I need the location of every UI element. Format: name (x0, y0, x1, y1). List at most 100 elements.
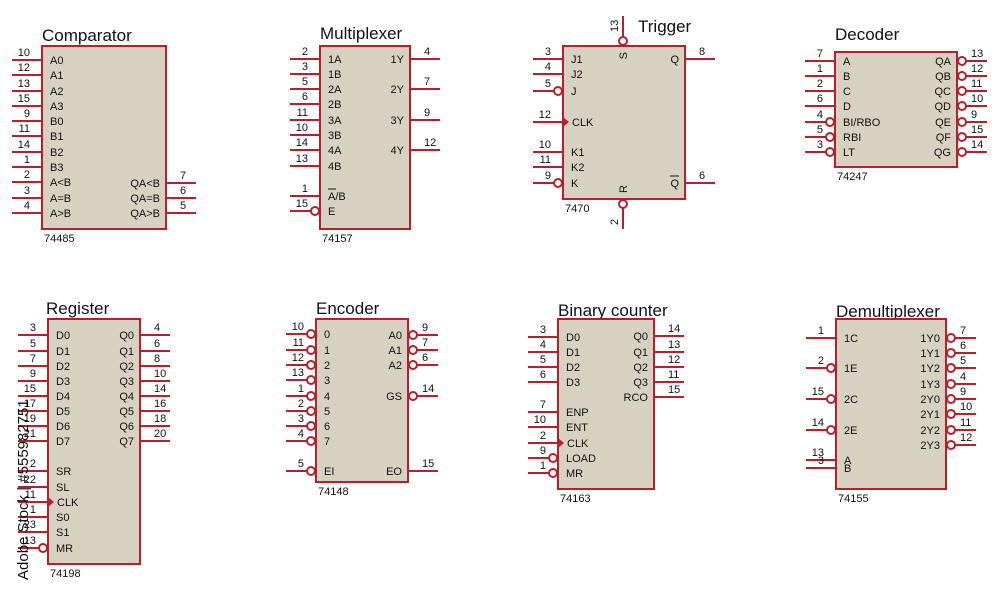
component-title: Encoder (316, 299, 380, 318)
inversion-bubble (826, 363, 836, 373)
inversion-bubble (946, 333, 956, 343)
pin-label: D1 (56, 346, 70, 358)
pin-label: QG (934, 147, 951, 159)
inversion-bubble (825, 147, 835, 157)
pin-number: 3 (545, 46, 551, 58)
pin-number: 6 (302, 91, 308, 103)
pin-label: RCO (624, 392, 649, 404)
pin-number: 6 (960, 340, 966, 352)
pin-label: Q4 (119, 391, 134, 403)
pin-number: 10 (292, 321, 304, 333)
pin-label: QB (935, 71, 951, 83)
pin-label: 3B (328, 130, 341, 142)
pin-label: A=B (50, 193, 71, 205)
component-title: Binary counter (558, 301, 668, 320)
pin-number: 18 (154, 413, 166, 425)
pin-label: ENT (566, 422, 588, 434)
pin-number: 4 (540, 339, 546, 351)
pin-label: 2E (844, 425, 857, 437)
pin-number: 9 (545, 170, 551, 182)
pin-number: 19 (24, 413, 36, 425)
pin-label: A1 (389, 345, 402, 357)
pin-label: B2 (50, 147, 63, 159)
inversion-bubble (946, 348, 956, 358)
pin-label: 1Y3 (920, 379, 940, 391)
pin-label: 1C (844, 333, 858, 345)
pin-number: 10 (539, 139, 551, 151)
part-number: 74198 (50, 568, 81, 580)
pin-number: 6 (540, 369, 546, 381)
pin-number: 1 (818, 325, 824, 337)
pin-number: 12 (960, 432, 972, 444)
pin-number: 2 (302, 46, 308, 58)
pin-number: 15 (18, 93, 30, 105)
register-component: Register741983D05D17D29D315D417D519D621D… (18, 299, 170, 580)
pin-label: QA (935, 56, 952, 68)
pin-number: 6 (817, 93, 823, 105)
inversion-bubble (826, 394, 836, 404)
pin-number: 1 (24, 154, 30, 166)
pin-label: A0 (389, 330, 402, 342)
pin-label: D5 (56, 406, 70, 418)
pin-number: 10 (534, 414, 546, 426)
inversion-bubble (946, 409, 956, 419)
inversion-bubble (408, 330, 418, 340)
pin-number: 7 (180, 170, 186, 182)
pin-label: D3 (566, 377, 580, 389)
pin-number: 5 (545, 78, 551, 90)
pin-label: D7 (56, 436, 70, 448)
pin-number: 12 (18, 62, 30, 74)
pin-label: Q1 (633, 347, 648, 359)
pin-label: A (844, 455, 852, 467)
inversion-bubble (957, 71, 967, 81)
pin-label: LT (843, 147, 855, 159)
pin-number: 10 (971, 93, 983, 105)
pin-number: 3 (302, 61, 308, 73)
component-title: Demultiplexer (836, 302, 940, 321)
inversion-bubble (306, 391, 316, 401)
trigger-component: Trigger74703J14J25J12CLK10K111K29K8Q6Q13… (533, 16, 715, 229)
pin-label: Q1 (119, 346, 134, 358)
encoder-component: Encoder74148100111122133142536475EI9A07A… (286, 299, 438, 498)
pin-number: 14 (812, 417, 824, 429)
pin-number: 7 (424, 76, 430, 88)
pin-number: 10 (960, 401, 972, 413)
pin-label: 5 (324, 406, 330, 418)
pin-number: 13 (292, 367, 304, 379)
pin-label: QF (936, 132, 952, 144)
pin-label: QA>B (130, 208, 160, 220)
pin-label: 4B (328, 161, 341, 173)
pin-label: 1Y2 (920, 363, 940, 375)
pin-label: S (618, 52, 630, 59)
pin-number: 7 (540, 399, 546, 411)
inversion-bubble (825, 117, 835, 127)
pin-label: CLK (57, 497, 79, 509)
inversion-bubble (553, 86, 563, 96)
pin-label: QC (935, 86, 952, 98)
pin-label: 1 (324, 345, 330, 357)
pin-label: BI/RBO (843, 117, 881, 129)
pin-number: 5 (298, 458, 304, 470)
pin-label: QE (935, 117, 951, 129)
pin-number: 17 (24, 398, 36, 410)
chip-body (319, 45, 411, 230)
inversion-bubble (310, 206, 320, 216)
inversion-bubble (306, 421, 316, 431)
pin-number: 11 (25, 489, 36, 501)
pin-label: A0 (50, 55, 63, 67)
binary-counter-component: Binary counter741633D04D15D26D37ENP10ENT… (528, 301, 684, 505)
pin-label: 6 (324, 421, 330, 433)
pin-number: 13 (971, 48, 983, 60)
pin-label: Q2 (119, 361, 134, 373)
pin-number: 3 (30, 322, 36, 334)
pin-label: Q (670, 54, 679, 66)
decoder-component: Decoder742477A1B2C6D4BI/RBO5RBI3LT13QA12… (805, 25, 987, 183)
pin-number: 4 (960, 371, 966, 383)
inversion-bubble (306, 466, 316, 476)
pin-label: Q2 (633, 362, 648, 374)
pin-number: 6 (154, 338, 160, 350)
pin-number: 12 (539, 109, 551, 121)
pin-label: D0 (56, 330, 70, 342)
pin-label: D (843, 101, 851, 113)
pin-number: 11 (971, 78, 982, 90)
